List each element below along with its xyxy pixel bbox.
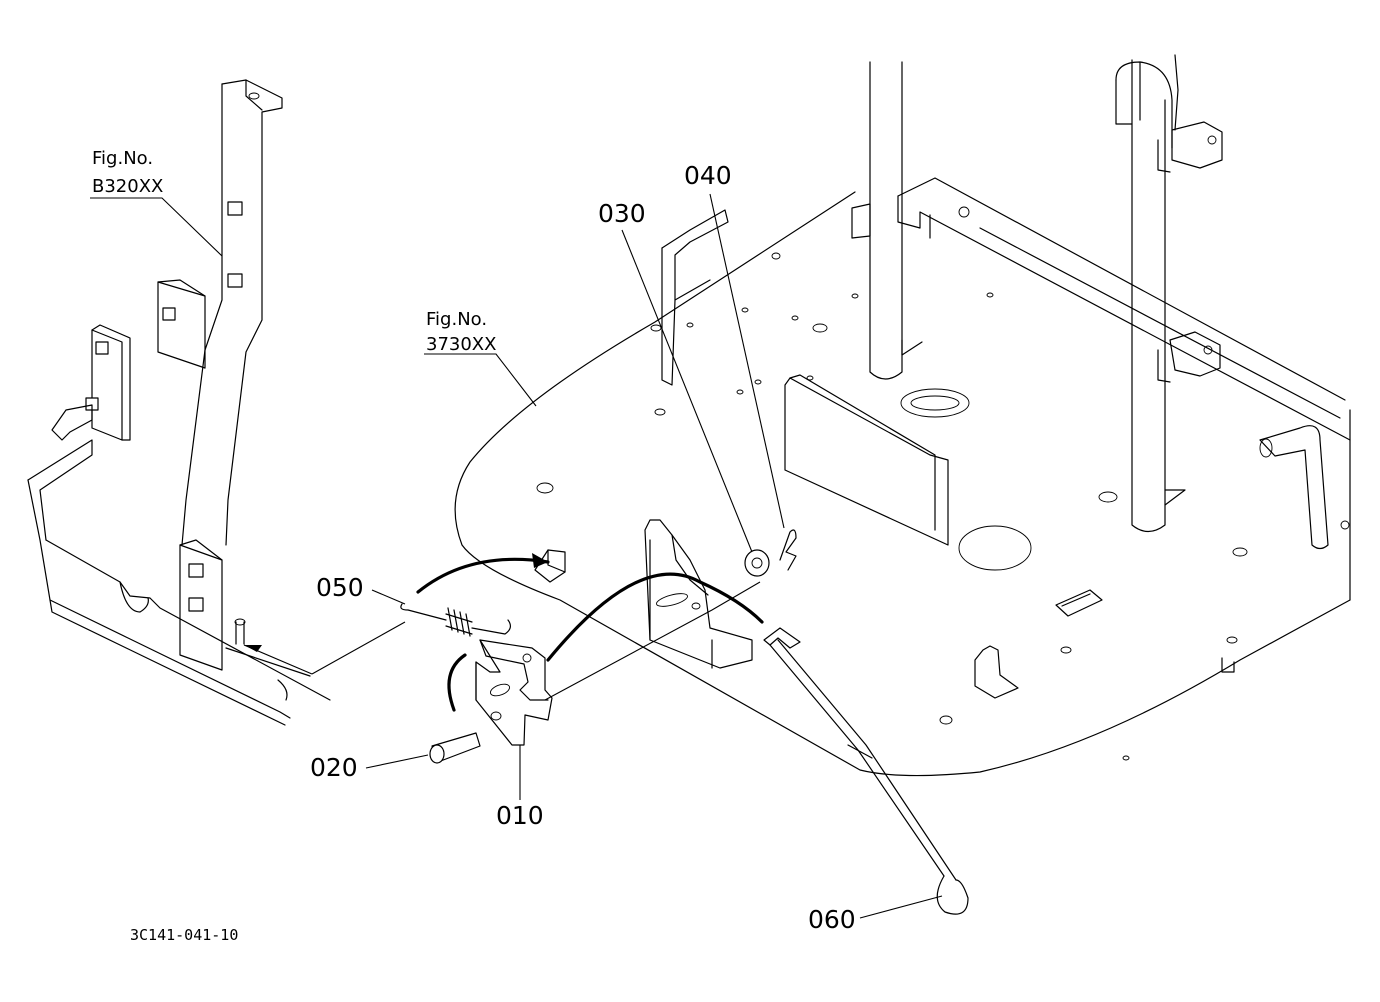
platform-holes [536,252,1350,761]
part-040-clip [779,529,797,571]
callout-020-label: 020 [310,753,358,782]
callout-060: 060 [808,895,943,934]
fig-ref-b320xx-line1: Fig.No. [92,148,153,169]
callout-040: 040 [684,161,785,529]
callout-060-label: 060 [808,905,856,934]
callout-040-label: 040 [684,161,732,190]
callout-030-label: 030 [598,199,646,228]
callout-010-label: 010 [496,801,544,830]
callout-010: 010 [496,745,544,830]
left-frame-assembly [27,79,406,726]
assembly-arrows [416,553,764,712]
fig-ref-3730xx-line2: 3730XX [426,334,496,355]
part-020-pin [429,732,481,764]
callout-030: 030 [598,199,753,553]
part-030-washer [744,549,770,577]
callout-050-label: 050 [316,573,364,602]
floor-platform [454,54,1351,777]
callout-020: 020 [310,753,429,782]
fig-ref-3730xx: Fig.No. 3730XX [424,309,537,407]
fig-ref-b320xx: Fig.No. B320XX [90,148,223,257]
part-010-bracket [475,639,553,746]
fig-ref-3730xx-line1: Fig.No. [426,309,487,330]
part-060-rod [763,627,969,915]
part-050-spring [400,603,511,637]
callout-050: 050 [316,573,406,605]
drawing-code: 3C141-041-10 [130,926,238,944]
fig-ref-b320xx-line2: B320XX [92,176,163,197]
